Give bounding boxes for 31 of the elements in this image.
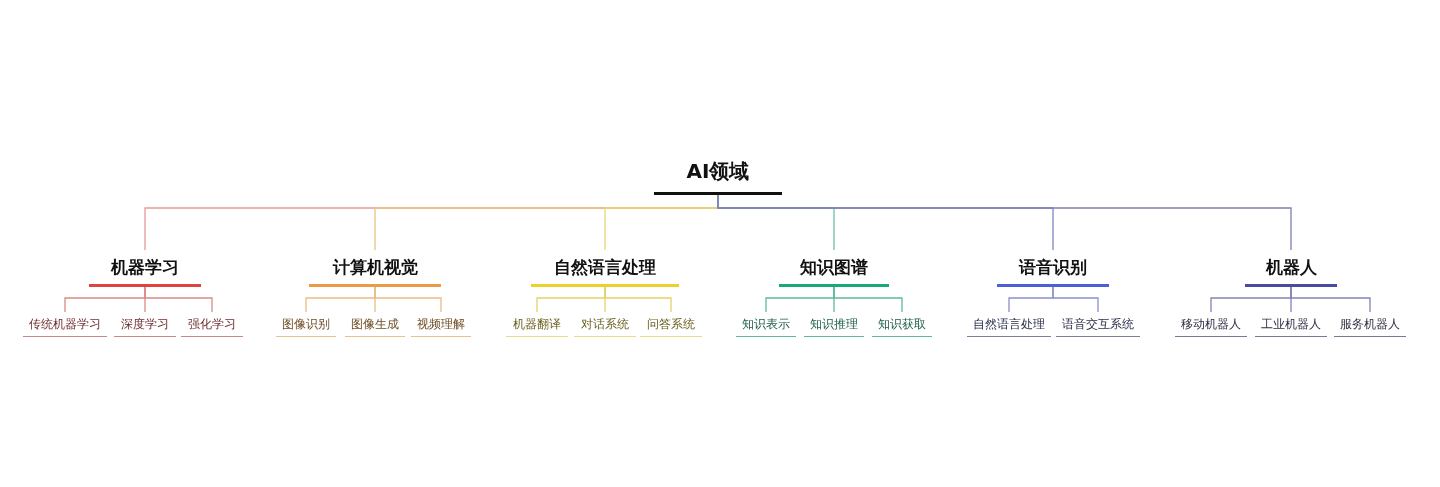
subtopic: 服务机器人 bbox=[1334, 312, 1406, 337]
subtopic: 问答系统 bbox=[640, 312, 702, 337]
branch-topic: 机器学习 bbox=[89, 250, 201, 287]
connector-line bbox=[833, 286, 903, 313]
subtopic: 图像识别 bbox=[276, 312, 336, 337]
connector-line bbox=[717, 194, 1292, 251]
subtopic: 对话系统 bbox=[574, 312, 636, 337]
subtopic: 移动机器人 bbox=[1175, 312, 1247, 337]
subtopic: 机器翻译 bbox=[506, 312, 568, 337]
subtopic: 语音交互系统 bbox=[1056, 312, 1140, 337]
subtopic: 工业机器人 bbox=[1255, 312, 1327, 337]
connector-line bbox=[1052, 286, 1099, 313]
connector-line bbox=[604, 286, 672, 313]
subtopic: 强化学习 bbox=[181, 312, 243, 337]
subtopic: 知识获取 bbox=[872, 312, 932, 337]
subtopic: 深度学习 bbox=[114, 312, 176, 337]
connector-line bbox=[144, 286, 213, 313]
branch-topic: 计算机视觉 bbox=[309, 250, 441, 287]
branch-topic: 自然语言处理 bbox=[531, 250, 679, 287]
subtopic: 知识推理 bbox=[804, 312, 864, 337]
connector-line bbox=[1290, 286, 1371, 313]
branch-topic: 知识图谱 bbox=[779, 250, 889, 287]
branch-topic: 机器人 bbox=[1245, 250, 1337, 287]
subtopic: 自然语言处理 bbox=[967, 312, 1051, 337]
subtopic: 传统机器学习 bbox=[23, 312, 107, 337]
branch-topic: 语音识别 bbox=[997, 250, 1109, 287]
subtopic: 图像生成 bbox=[345, 312, 405, 337]
root-topic: AI领域 bbox=[654, 150, 782, 195]
subtopic: 视频理解 bbox=[411, 312, 471, 337]
subtopic: 知识表示 bbox=[736, 312, 796, 337]
connector-line bbox=[374, 286, 442, 313]
